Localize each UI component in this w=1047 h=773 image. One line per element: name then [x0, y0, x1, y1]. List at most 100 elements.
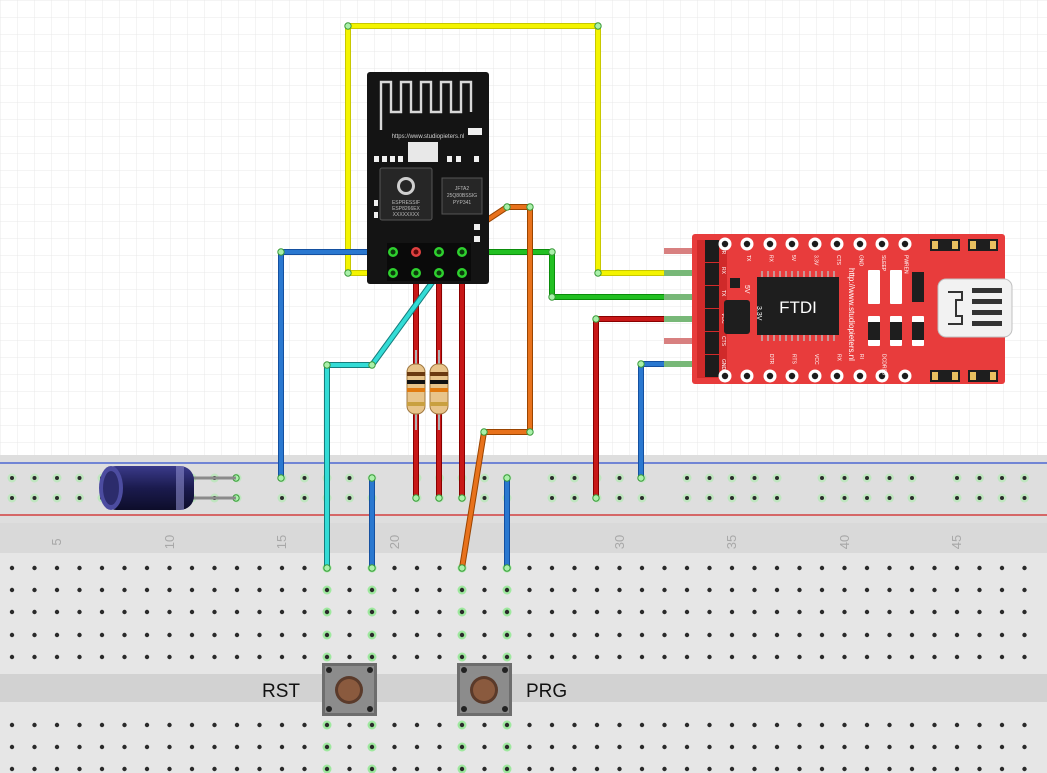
terminal-hole — [864, 609, 870, 615]
terminal-hole — [887, 565, 892, 571]
rail-hole-center — [55, 476, 59, 480]
terminal-hole — [32, 632, 37, 638]
terminal-hole — [369, 587, 375, 593]
terminal-hole — [9, 565, 15, 571]
terminal-hole — [887, 766, 892, 772]
wire-endpoint — [594, 269, 602, 277]
wire-endpoint — [637, 474, 645, 482]
terminal-hole — [774, 587, 780, 593]
ftdi-pad-hole — [766, 240, 774, 248]
terminal-hole — [707, 587, 712, 593]
terminal-hole — [189, 632, 195, 638]
ftdi-pad-hole — [811, 240, 819, 248]
terminal-hole — [504, 744, 510, 750]
terminal-hole — [527, 766, 532, 772]
terminal-hole — [594, 587, 600, 593]
terminal-hole — [324, 587, 330, 593]
rail-hole-center — [955, 496, 959, 500]
terminal-hole — [639, 722, 645, 728]
terminal-hole — [437, 744, 442, 750]
prg-label: PRG — [526, 681, 567, 702]
terminal-hole — [594, 744, 600, 750]
ftdi-label: FTDI — [779, 298, 817, 317]
terminal-hole — [932, 744, 937, 750]
terminal-hole — [279, 722, 285, 728]
terminal-hole — [932, 609, 937, 615]
terminal-hole — [842, 587, 847, 593]
terminal-hole — [684, 609, 690, 615]
terminal-hole — [9, 632, 15, 638]
ftdi-chip — [757, 277, 839, 335]
terminal-hole — [549, 565, 555, 571]
terminal-hole — [99, 654, 105, 660]
rail-hole-center — [77, 476, 82, 480]
terminal-hole — [437, 587, 442, 593]
column-number: 20 — [387, 535, 402, 549]
wire-green — [460, 250, 694, 299]
terminal-hole — [459, 632, 465, 638]
terminal-hole — [887, 587, 892, 593]
terminal-hole — [999, 722, 1005, 728]
terminal-hole — [504, 722, 510, 728]
terminal-hole — [302, 766, 307, 772]
terminal-hole — [572, 654, 577, 660]
terminal-hole — [549, 632, 555, 638]
terminal-hole — [257, 744, 262, 750]
terminal-hole — [77, 654, 82, 660]
terminal-hole — [752, 766, 757, 772]
wire-endpoint — [503, 564, 511, 572]
terminal-hole — [909, 609, 915, 615]
rail-hole-center — [550, 496, 554, 500]
terminal-hole — [1022, 609, 1027, 615]
rail-hole-center — [617, 476, 622, 480]
terminal-hole — [257, 587, 262, 593]
antenna-trace — [379, 80, 473, 130]
terminal-hole — [617, 632, 622, 638]
terminal-hole — [1022, 744, 1027, 750]
terminal-hole — [482, 722, 487, 728]
terminal-hole — [549, 766, 555, 772]
ftdi-pad-hole — [811, 372, 819, 380]
terminal-hole — [999, 565, 1005, 571]
svg-text:25Q80BSSIG: 25Q80BSSIG — [447, 193, 477, 199]
terminal-hole — [797, 654, 802, 660]
wires — [278, 23, 695, 571]
terminal-hole — [1022, 587, 1027, 593]
terminal-hole — [887, 609, 892, 615]
rst-label: RST — [262, 681, 300, 702]
terminal-hole — [437, 632, 442, 638]
terminal-hole — [819, 587, 825, 593]
terminal-hole — [9, 609, 15, 615]
rst-button — [322, 663, 377, 716]
terminal-hole — [887, 654, 892, 660]
rail-hole-center — [775, 476, 779, 480]
terminal-hole — [144, 565, 150, 571]
rail-hole-center — [77, 496, 82, 500]
terminal-hole — [684, 632, 690, 638]
terminal-hole — [774, 766, 780, 772]
terminal-hole — [122, 744, 127, 750]
terminal-hole — [729, 654, 735, 660]
terminal-hole — [549, 587, 555, 593]
terminal-hole — [212, 654, 217, 660]
terminal-hole — [639, 632, 645, 638]
terminal-hole — [54, 609, 60, 615]
terminal-hole — [797, 722, 802, 728]
terminal-hole — [572, 722, 577, 728]
svg-text:JFTA2: JFTA2 — [455, 186, 470, 192]
terminal-hole — [932, 654, 937, 660]
terminal-hole — [572, 565, 577, 571]
terminal-hole — [909, 587, 915, 593]
column-number: 15 — [274, 535, 289, 549]
ftdi-top-pin-label: TX — [745, 255, 751, 262]
terminal-hole — [54, 744, 60, 750]
terminal-hole — [662, 722, 667, 728]
terminal-hole — [257, 609, 262, 615]
terminal-hole — [392, 722, 397, 728]
terminal-hole — [572, 609, 577, 615]
terminal-hole — [662, 744, 667, 750]
terminal-hole — [482, 632, 487, 638]
terminal-hole — [167, 565, 172, 571]
